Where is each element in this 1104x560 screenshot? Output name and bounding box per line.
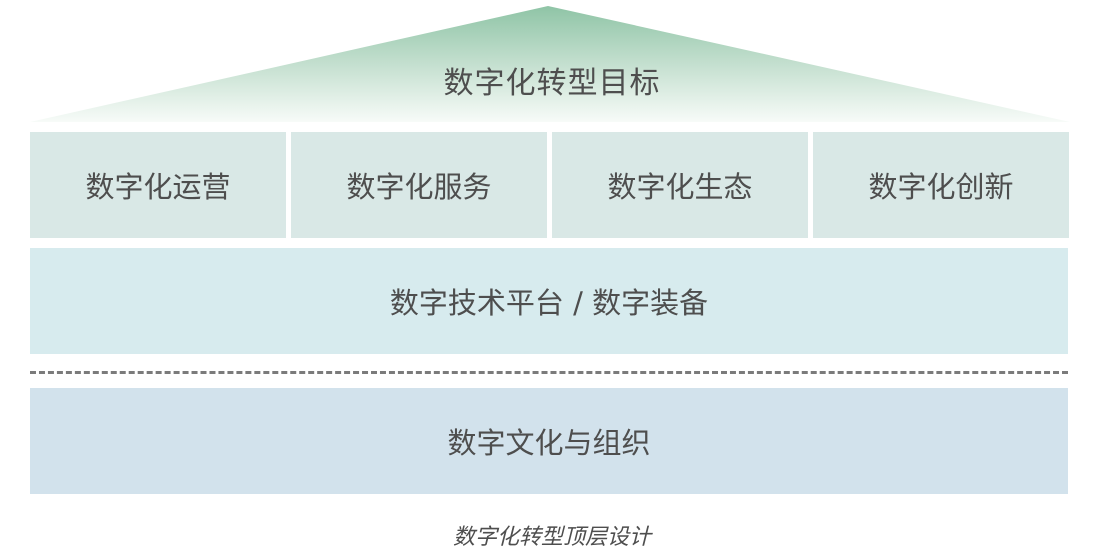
diagram-caption: 数字化转型顶层设计: [452, 525, 651, 550]
pillar-label: 数字化运营: [85, 170, 231, 204]
pillar-services: 数字化服务: [291, 132, 547, 238]
pillar-innovation: 数字化创新: [813, 132, 1069, 238]
pillar-operations: 数字化运营: [30, 132, 286, 238]
roof-shape: [30, 6, 1070, 122]
pillar-label: 数字化创新: [868, 170, 1014, 204]
roof-goal: 数字化转型目标: [0, 0, 1104, 126]
platform-layer: 数字技术平台 / 数字装备: [30, 248, 1068, 354]
platform-label: 数字技术平台 / 数字装备: [389, 286, 709, 320]
goal-title: 数字化转型目标: [443, 66, 661, 101]
pillar-label: 数字化生态: [607, 170, 753, 204]
dashed-divider: [30, 371, 1068, 374]
culture-layer: 数字文化与组织: [30, 388, 1068, 494]
pillar-label: 数字化服务: [346, 170, 492, 204]
pillar-ecosystem: 数字化生态: [552, 132, 808, 238]
culture-label: 数字文化与组织: [447, 426, 651, 460]
